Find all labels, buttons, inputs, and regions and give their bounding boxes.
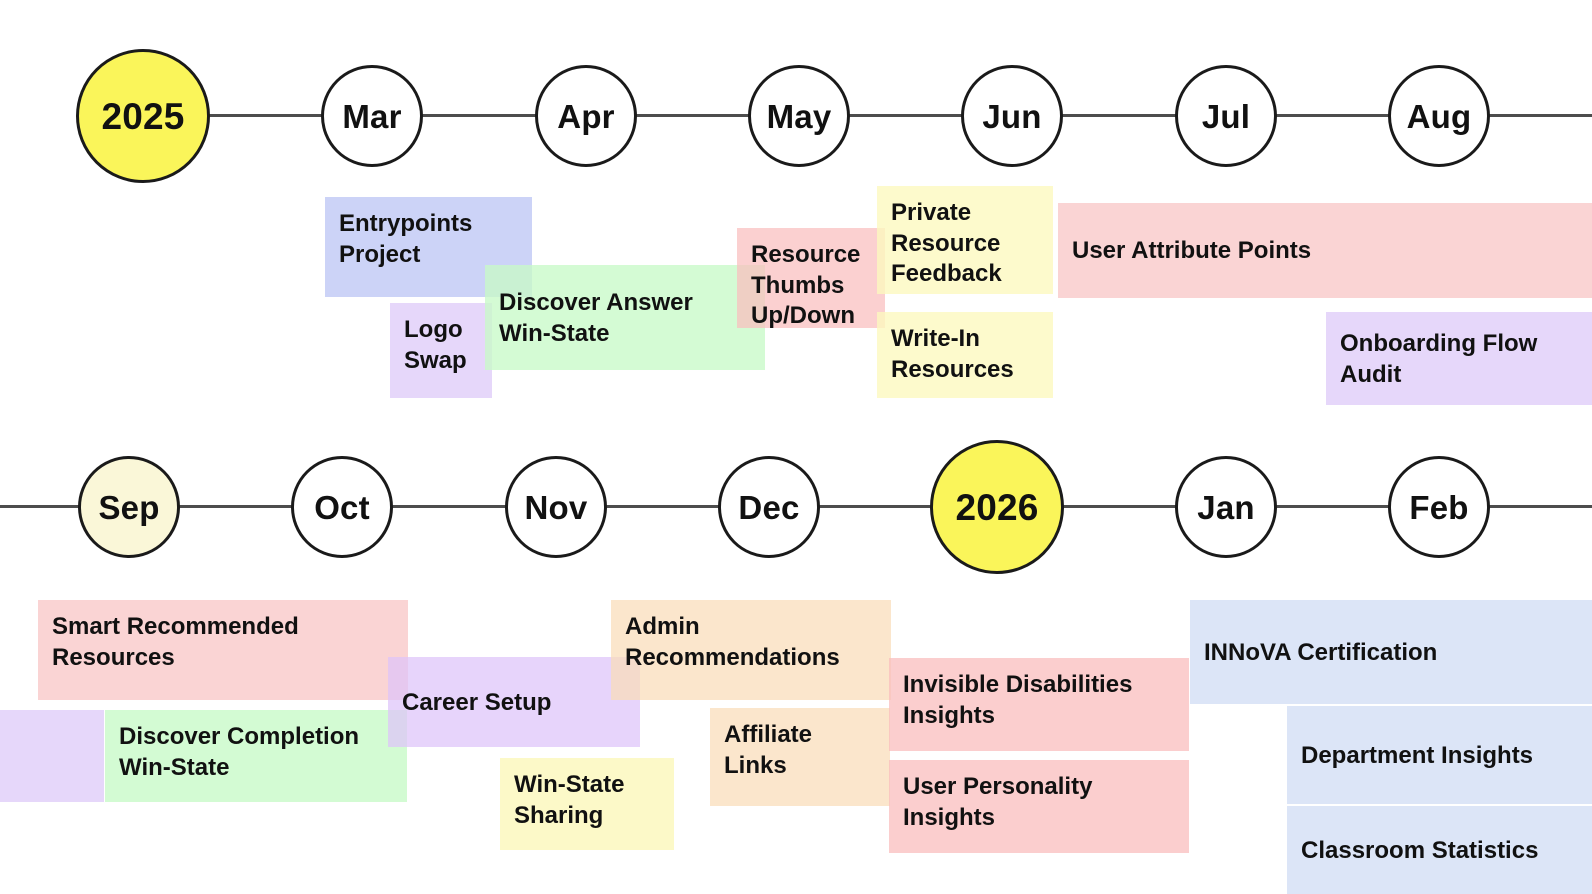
work-item-label: Entrypoints Project (339, 210, 473, 268)
milestone-label: Oct (314, 488, 370, 526)
work-item-block[interactable]: Invisible Disabilities Insights (889, 658, 1189, 751)
work-item-block[interactable]: Admin Recommendations (611, 600, 891, 700)
work-item-label: Smart Recommended Resources (52, 613, 299, 671)
milestone-node-2026[interactable]: 2026 (930, 440, 1064, 574)
milestone-node-apr[interactable]: Apr (535, 65, 637, 167)
milestone-node-aug[interactable]: Aug (1388, 65, 1490, 167)
milestone-node-may[interactable]: May (748, 65, 850, 167)
work-item-label: Write-In Resources (891, 325, 1014, 383)
work-item-label: User Personality Insights (903, 773, 1093, 831)
work-item-label: Admin Recommendations (625, 613, 840, 671)
work-item-block[interactable]: Department Insights (1287, 706, 1592, 804)
milestone-node-sep[interactable]: Sep (78, 456, 180, 558)
milestone-node-jan[interactable]: Jan (1175, 456, 1277, 558)
work-item-block[interactable]: User Attribute Points (1058, 203, 1592, 298)
milestone-label: Feb (1409, 488, 1469, 526)
work-item-label: Career Setup (402, 688, 552, 716)
work-item-block[interactable]: Write-In Resources (877, 312, 1053, 398)
milestone-label: 2026 (955, 486, 1039, 528)
work-item-block[interactable]: Discover Answer Win-State (485, 265, 765, 370)
work-item-label: Discover Answer Win-State (499, 288, 693, 347)
work-item-block[interactable]: Resource Thumbs Up/Down (737, 228, 885, 329)
milestone-label: Nov (524, 488, 588, 526)
milestone-label: May (766, 97, 832, 135)
milestone-label: Jun (982, 97, 1042, 135)
milestone-label: Sep (98, 488, 160, 526)
work-item-block[interactable]: Private Resource Feedback (877, 186, 1053, 294)
work-item-label: Discover Completion Win-State (119, 723, 360, 781)
milestone-label: Mar (342, 97, 402, 135)
work-item-block[interactable]: Affiliate Links (710, 708, 890, 806)
work-item-block[interactable]: Smart Recommended Resources (38, 600, 408, 700)
milestone-node-jun[interactable]: Jun (961, 65, 1063, 167)
milestone-label: Jan (1197, 488, 1255, 526)
milestone-node-mar[interactable]: Mar (321, 65, 423, 167)
milestone-label: Apr (557, 97, 615, 135)
work-item-label: Logo Swap (404, 316, 467, 374)
work-item-label: Department Insights (1301, 741, 1534, 769)
milestone-node-2025[interactable]: 2025 (76, 49, 210, 183)
work-item-block[interactable]: Win-State Sharing (500, 758, 674, 850)
milestone-label: Jul (1201, 97, 1251, 135)
work-item-block[interactable]: Logo Swap (390, 303, 492, 398)
work-item-label: Onboarding Flow Audit (1340, 329, 1538, 388)
work-item-block[interactable]: Classroom Statistics (1287, 806, 1592, 894)
work-item-label: Invisible Disabilities Insights (903, 671, 1133, 729)
milestone-node-oct[interactable]: Oct (291, 456, 393, 558)
work-item-block[interactable]: Career Setup (388, 657, 640, 747)
work-item-label: Win-State Sharing (514, 771, 625, 829)
milestone-node-dec[interactable]: Dec (718, 456, 820, 558)
work-item-label: User Attribute Points (1072, 237, 1312, 265)
milestone-node-feb[interactable]: Feb (1388, 456, 1490, 558)
work-item-label: INNoVA Certification (1204, 638, 1438, 666)
work-item-block[interactable]: INNoVA Certification (1190, 600, 1592, 704)
work-item-label: Classroom Statistics (1301, 836, 1539, 864)
work-item-block[interactable]: Onboarding Flow Audit (1326, 312, 1592, 405)
work-item-label: Private Resource Feedback (891, 199, 1002, 288)
work-item-label: Resource Thumbs Up/Down (751, 241, 861, 330)
milestone-label: Dec (738, 488, 800, 526)
work-item-block[interactable]: User Personality Insights (889, 760, 1189, 853)
work-item-block[interactable] (0, 710, 104, 802)
milestone-node-nov[interactable]: Nov (505, 456, 607, 558)
timeline-rail-row1 (200, 114, 1592, 117)
milestone-node-jul[interactable]: Jul (1175, 65, 1277, 167)
work-item-block[interactable]: Discover Completion Win-State (105, 710, 407, 802)
milestone-label: Aug (1406, 97, 1472, 135)
milestone-label: 2025 (101, 95, 185, 137)
work-item-label: Affiliate Links (724, 721, 813, 779)
